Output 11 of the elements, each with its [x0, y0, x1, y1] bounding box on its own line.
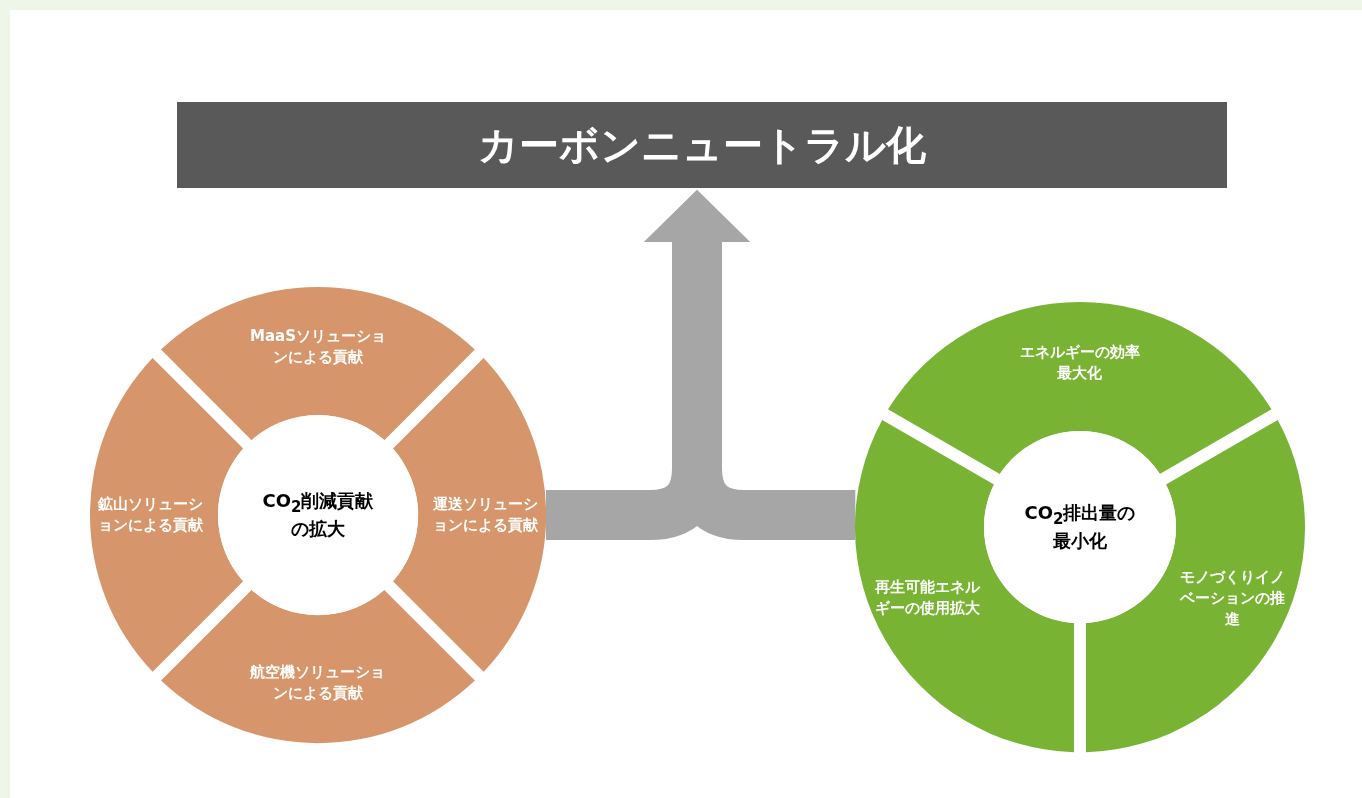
center-label: CO$_{2}$排出量の最小化	[1023, 501, 1137, 553]
title-text: カーボンニュートラル化	[478, 120, 926, 170]
segment-label: モノづくりイノベーションの推進	[1178, 566, 1286, 630]
segment-label: MaaSソリューションによる貢献	[249, 326, 387, 368]
title-banner	[177, 102, 1227, 188]
center-label: CO$_{2}$削減貢献の拡大	[261, 489, 375, 541]
segment-label: 運送ソリューションによる貢献	[432, 494, 540, 536]
segment-label: 再生可能エネルギーの使用拡大	[874, 577, 982, 619]
segment-label: 航空機ソリューションによる貢献	[249, 662, 387, 704]
segment-label: エネルギーの効率最大化	[1019, 341, 1141, 384]
segment-label: 鉱山ソリューションによる貢献	[96, 494, 204, 536]
